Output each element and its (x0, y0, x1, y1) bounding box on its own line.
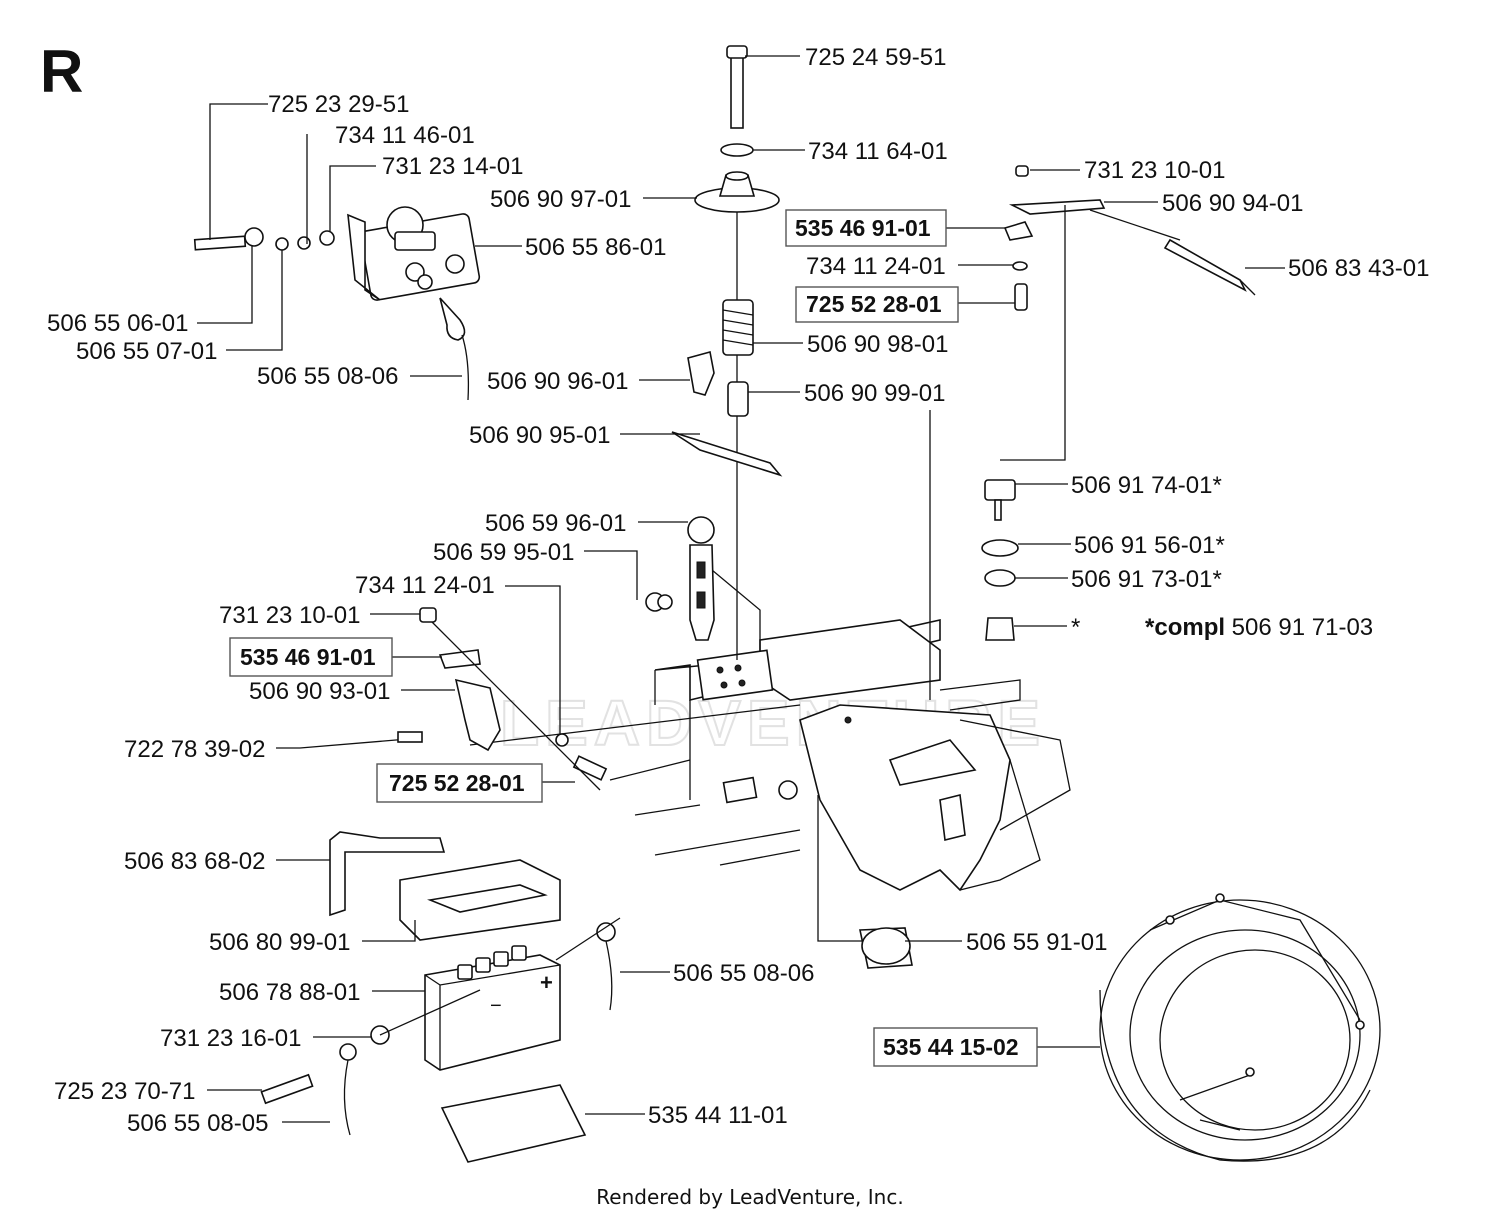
part-labels: 725 24 59-51 725 23 29-51 734 11 46-01 7… (47, 44, 1429, 1137)
part-label: 506 91 74-01* (1071, 472, 1222, 499)
part-label: * (1071, 614, 1080, 641)
switch-assembly-drawing (929, 165, 1256, 700)
part-label: 506 90 98-01 (807, 331, 948, 358)
part-label: 506 90 96-01 (487, 368, 628, 395)
part-label: 506 90 95-01 (469, 422, 610, 449)
part-label: 506 55 06-01 (47, 310, 188, 337)
solenoid-drawing (193, 206, 481, 401)
compl-note-bold: *compl (1145, 614, 1225, 641)
lever-assembly-drawing (645, 45, 783, 660)
part-label: 734 11 64-01 (808, 138, 948, 165)
part-label: 725 24 59-51 (805, 44, 946, 71)
svg-text:−: − (490, 995, 502, 1017)
section-letter: R (40, 38, 83, 105)
part-label: 731 23 10-01 (1084, 157, 1225, 184)
part-label: 506 59 95-01 (433, 539, 574, 566)
part-label: 506 91 73-01* (1071, 566, 1222, 593)
compl-note: *compl 506 91 71-03 (1145, 614, 1373, 641)
part-label: 734 11 46-01 (335, 122, 475, 149)
part-label: 506 90 93-01 (249, 678, 390, 705)
leader-lines (197, 55, 1285, 1123)
part-label: 506 90 94-01 (1162, 190, 1303, 217)
part-label: 734 11 24-01 (806, 253, 946, 280)
part-label: 734 11 24-01 (355, 572, 495, 599)
part-label: 535 44 11-01 (648, 1102, 788, 1129)
part-label-boxed: 535 44 15-02 (883, 1034, 1019, 1060)
boxed-label-frame-725-52-28-01-left (376, 763, 543, 803)
part-label: 506 55 07-01 (76, 338, 217, 365)
boxed-label-frame-535-46-91-01-left (229, 637, 393, 677)
part-label: 506 55 08-05 (127, 1110, 268, 1137)
boxed-label-frame-535-46-91-01-top (785, 209, 947, 247)
boxed-label-frame-535-44-15-02 (873, 1027, 1038, 1067)
part-label: 731 23 16-01 (160, 1025, 301, 1052)
part-label-boxed: 725 52 28-01 (389, 770, 525, 796)
part-label: 506 55 91-01 (966, 929, 1107, 956)
part-label: 506 78 88-01 (219, 979, 360, 1006)
part-label-boxed: 725 52 28-01 (806, 291, 942, 317)
frame-drawing (469, 559, 1071, 892)
part-label: 506 83 68-02 (124, 848, 265, 875)
part-label: 506 91 56-01* (1074, 532, 1225, 559)
part-label-boxed: 535 46 91-01 (795, 215, 931, 241)
part-label: 725 23 29-51 (268, 91, 409, 118)
battery-drawing: − + (260, 831, 913, 1163)
part-label: 725 23 70-71 (54, 1078, 195, 1105)
part-label: 506 55 86-01 (525, 234, 666, 261)
footer-credit: Rendered by LeadVenture, Inc. (596, 1185, 903, 1209)
part-label: 506 55 08-06 (673, 960, 814, 987)
part-label: 506 90 97-01 (490, 186, 631, 213)
part-label: 506 83 43-01 (1288, 255, 1429, 282)
boxed-label-frame-725-52-28-01-top (795, 286, 959, 323)
part-label-boxed: 535 46 91-01 (240, 644, 376, 670)
part-label: 506 59 96-01 (485, 510, 626, 537)
part-label: 722 78 39-02 (124, 736, 265, 763)
micro-switch-drawing (299, 607, 608, 791)
part-label: 731 23 10-01 (219, 602, 360, 629)
wire-harness-drawing (1099, 893, 1381, 1162)
svg-text:+: + (540, 970, 553, 995)
part-label: 731 23 14-01 (382, 153, 523, 180)
part-label: 506 90 99-01 (804, 380, 945, 407)
compl-note-rest: 506 91 71-03 (1225, 614, 1373, 641)
part-label: 506 80 99-01 (209, 929, 350, 956)
part-label: 506 55 08-06 (257, 363, 398, 390)
drawing-group: − + (193, 45, 1381, 1163)
